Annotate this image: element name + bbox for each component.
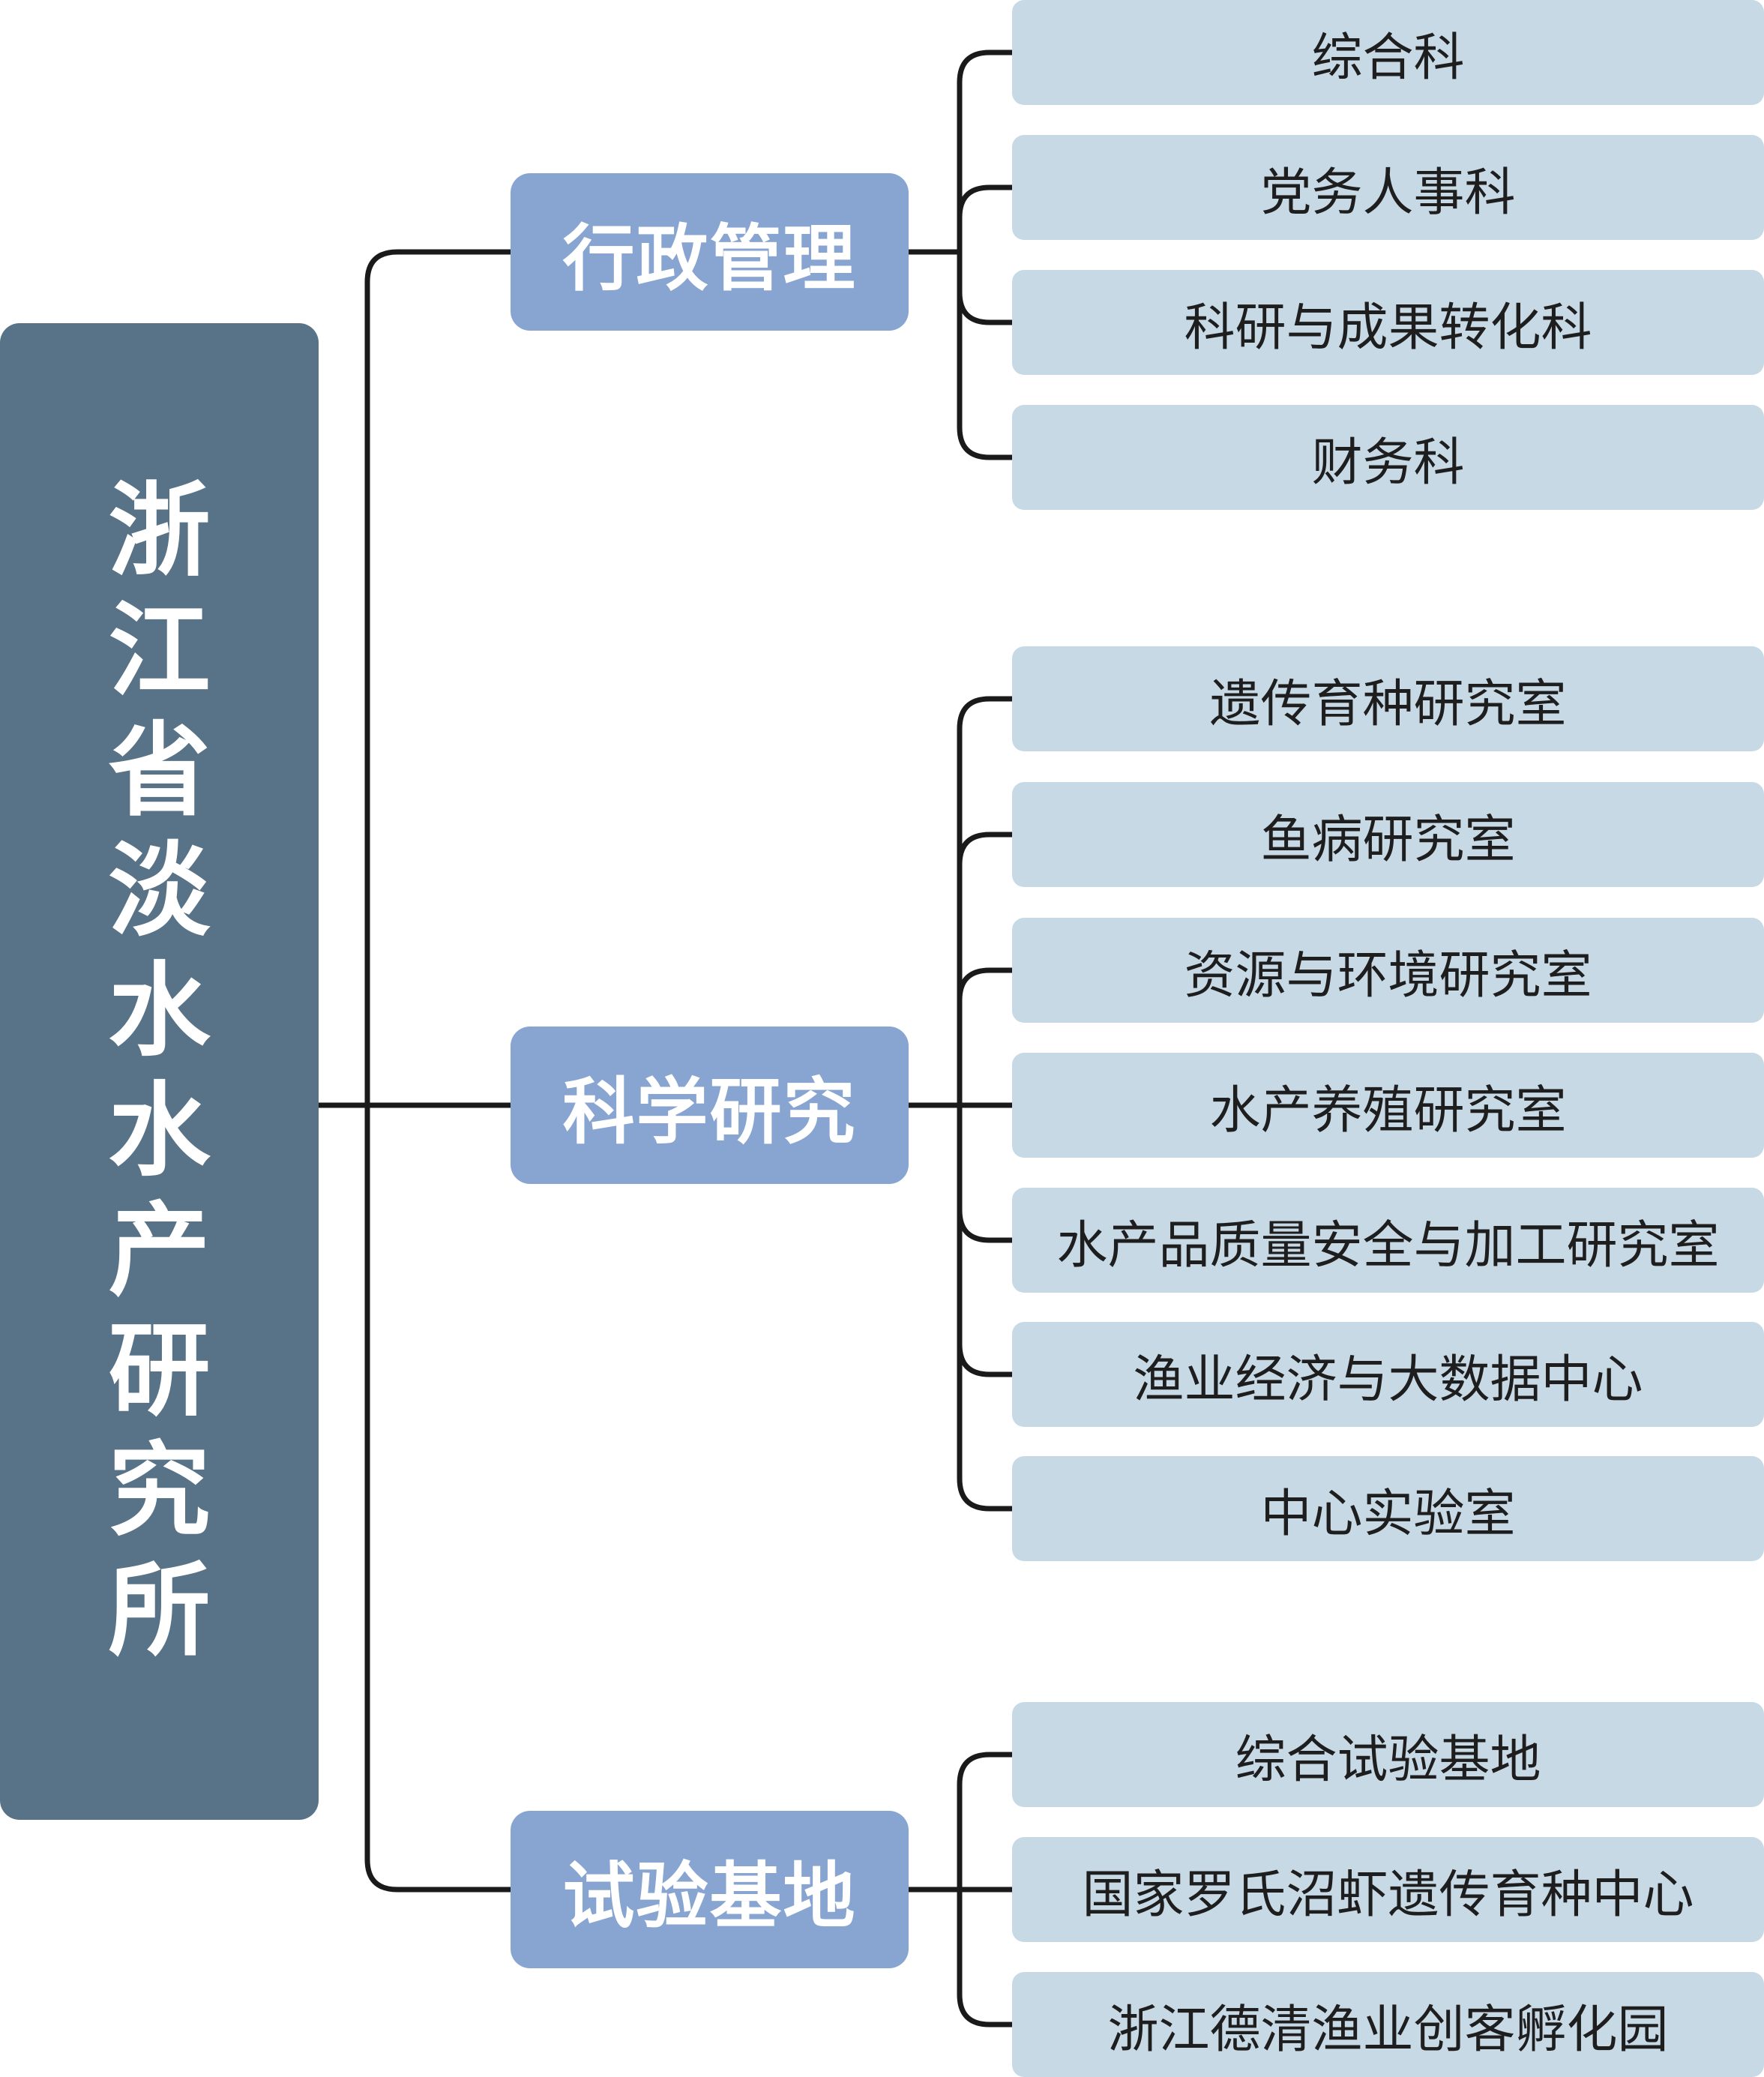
department-node-base: 试验基地 (511, 1811, 909, 1968)
unit-node: 科研与成果转化科 (1012, 270, 1764, 375)
unit-node: 国家罗氏沼虾遗传育种中心 (1012, 1837, 1764, 1942)
unit-node: 浙江德清渔业创客孵化园 (1012, 1972, 1764, 2077)
connector-dept2-unit3 (957, 967, 1012, 1001)
unit-node: 遗传育种研究室 (1012, 646, 1764, 751)
unit-node: 中心实验室 (1012, 1456, 1764, 1561)
connector-dept2-unit5 (957, 1209, 1012, 1243)
unit-node: 党务人事科 (1012, 135, 1764, 240)
unit-node: 水产品质量安全与加工研究室 (1012, 1188, 1764, 1293)
connector-dept2-unit6 (957, 1344, 1012, 1377)
unit-node: 综合试验基地 (1012, 1702, 1764, 1807)
connector-dept2-unit2 (957, 832, 1012, 865)
unit-node: 财务科 (1012, 405, 1764, 510)
connector-root-spine (364, 249, 511, 1893)
unit-node: 资源与环境研究室 (1012, 918, 1764, 1023)
connector-dept3-spine (957, 1752, 1012, 2028)
unit-node: 综合科 (1012, 0, 1764, 105)
department-node-research: 科学研究 (511, 1027, 909, 1184)
root-title: 浙江省淡水水产研究所 (108, 472, 211, 1671)
unit-node: 鱼病研究室 (1012, 782, 1764, 887)
unit-node: 渔业经济与大数据中心 (1012, 1322, 1764, 1427)
root-node: 浙江省淡水水产研究所 (0, 323, 319, 1820)
department-node-admin: 行政管理 (511, 173, 909, 331)
connector-dept1-unit2 (957, 184, 1012, 218)
connector-dept1-spine (957, 49, 1012, 460)
connector-dept1-unit3 (957, 292, 1012, 325)
connector-dept2-spine (957, 696, 1012, 1512)
unit-node: 水产养殖研究室 (1012, 1053, 1764, 1158)
